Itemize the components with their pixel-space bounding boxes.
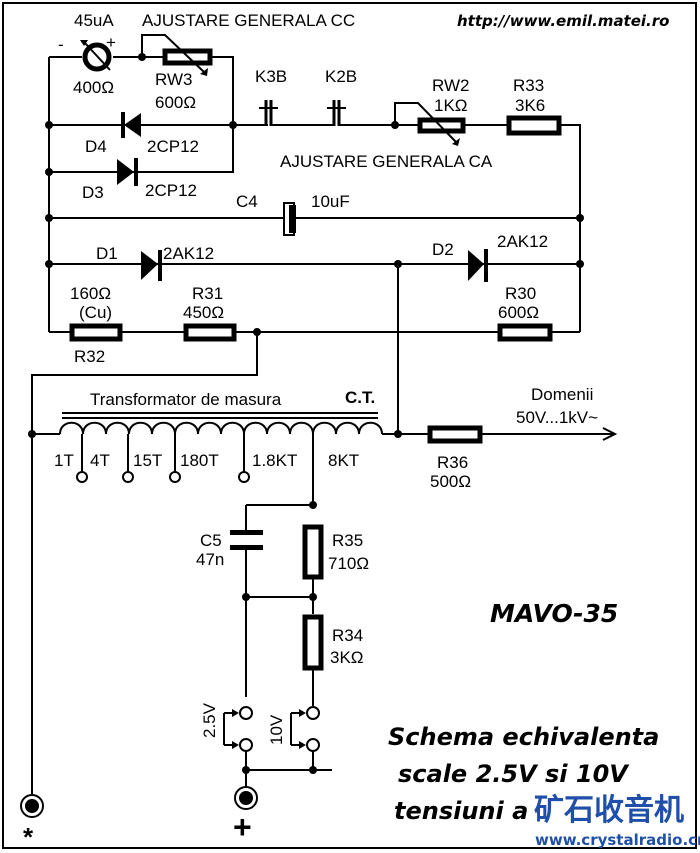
tap-terminal-1t xyxy=(76,471,88,483)
r33-name: R33 xyxy=(513,76,544,95)
r30-name: R30 xyxy=(505,284,536,303)
tap-label-1-8kt: 1.8KT xyxy=(252,451,297,470)
tap-label-4t: 4T xyxy=(90,451,110,470)
resistor-r34 xyxy=(302,614,324,671)
meter-minus: - xyxy=(58,35,64,54)
c4-name: C4 xyxy=(236,192,258,211)
tap-label-1t: 1T xyxy=(54,451,74,470)
c5-value: 47n xyxy=(196,550,224,569)
wire-common xyxy=(31,332,258,800)
r31-value: 450Ω xyxy=(183,303,224,322)
d4-name: D4 xyxy=(85,137,107,156)
wire-right-rail xyxy=(558,124,581,332)
meter-current: 45uA xyxy=(74,11,114,30)
r32-value: 160Ω xyxy=(70,284,111,303)
d3-name: D3 xyxy=(82,183,104,202)
switch-2-5v-label: 2.5V xyxy=(200,702,219,738)
title-line-3: tensiuni a xyxy=(394,797,528,825)
resistor-r33 xyxy=(506,115,562,136)
resistor-r36 xyxy=(427,425,483,444)
arrow-output-icon xyxy=(602,427,618,441)
r32-name: R32 xyxy=(74,347,105,366)
r34-name: R34 xyxy=(332,626,363,645)
d3-type: 2CP12 xyxy=(145,181,197,200)
wire-d3 xyxy=(49,125,234,173)
tap-label-180t: 180T xyxy=(180,451,219,470)
tap-terminal-4t xyxy=(122,471,134,483)
r36-name: R36 xyxy=(437,453,468,472)
k3b-name: K3B xyxy=(255,67,287,86)
transformer-abbrev: C.T. xyxy=(345,388,375,407)
r33-value: 3K6 xyxy=(515,96,545,115)
capacitor-c5 xyxy=(230,530,263,550)
r32-note: (Cu) xyxy=(79,303,112,322)
k2b-name: K2B xyxy=(325,67,357,86)
terminal-common[interactable] xyxy=(20,794,44,818)
r31-name: R31 xyxy=(192,284,223,303)
diode-d4 xyxy=(121,112,141,138)
meter-resistance: 400Ω xyxy=(73,78,114,97)
switch-10v-label: 10V xyxy=(267,714,286,745)
title-line-1: Schema echivalenta xyxy=(388,723,659,751)
adjust-cc-label: AJUSTARE GENERALA CC xyxy=(142,11,355,30)
rw3-potentiometer xyxy=(138,34,213,76)
transformer-coil xyxy=(59,421,383,435)
contact-k2b xyxy=(327,100,346,126)
diode-d3 xyxy=(117,158,138,186)
diode-d2 xyxy=(468,249,488,282)
c5-name: C5 xyxy=(200,531,222,550)
diode-d1 xyxy=(141,250,162,281)
transformer-title: Transformator de masura xyxy=(90,390,282,409)
microammeter xyxy=(80,40,112,72)
r30-value: 600Ω xyxy=(498,303,539,322)
website-url: http://www.emil.matei.ro xyxy=(457,12,669,30)
watermark-cn: 矿石收音机 xyxy=(534,793,684,828)
d2-name: D2 xyxy=(432,240,454,259)
title-line-2: scale 2.5V si 10V xyxy=(398,760,630,788)
transformer-taps xyxy=(76,434,250,483)
watermark: 矿石收音机 www.crystalradio.cn xyxy=(534,793,700,849)
r35-value: 710Ω xyxy=(328,554,369,573)
resistor-r35 xyxy=(302,524,324,580)
positive-terminal-label: + xyxy=(233,809,252,845)
common-terminal-label: * xyxy=(23,822,34,852)
coil-winding xyxy=(59,421,383,435)
d4-type: 2CP12 xyxy=(147,137,199,156)
d2-type: 2AK12 xyxy=(497,232,548,251)
switch-2-5v[interactable] xyxy=(223,706,253,752)
terminal-positive[interactable] xyxy=(234,786,258,810)
resistor-r31 xyxy=(183,323,237,342)
resistor-r30 xyxy=(497,323,553,342)
r36-value: 500Ω xyxy=(430,472,471,491)
c4-value: 10uF xyxy=(311,192,350,211)
model-title: MAVO-35 xyxy=(490,599,618,628)
meter-plus: + xyxy=(106,33,116,52)
rw2-name: RW2 xyxy=(432,76,469,95)
d1-type: 2AK12 xyxy=(163,244,214,263)
rw3-name: RW3 xyxy=(155,70,192,89)
rw2-value: 1KΩ xyxy=(434,96,468,115)
contact-k3b xyxy=(259,100,278,126)
resistor-r32 xyxy=(69,323,123,342)
tap-label-8kt: 8KT xyxy=(328,451,359,470)
tap-terminal-180t xyxy=(238,471,250,483)
tap-terminal-15t xyxy=(169,471,181,483)
r34-value: 3KΩ xyxy=(330,648,364,667)
r35-name: R35 xyxy=(332,531,363,550)
rw3-value: 600Ω xyxy=(155,93,196,112)
rw2-potentiometer xyxy=(391,102,466,146)
switch-10v[interactable] xyxy=(290,706,320,752)
d1-name: D1 xyxy=(96,244,118,263)
ranges-label: Domenii xyxy=(531,385,593,404)
ranges-value: 50V...1kV~ xyxy=(516,408,598,427)
capacitor-c4 xyxy=(283,202,296,236)
adjust-ca-label: AJUSTARE GENERALA CA xyxy=(280,152,493,171)
watermark-url: www.crystalradio.cn xyxy=(535,831,700,849)
tap-label-15t: 15T xyxy=(133,451,162,470)
